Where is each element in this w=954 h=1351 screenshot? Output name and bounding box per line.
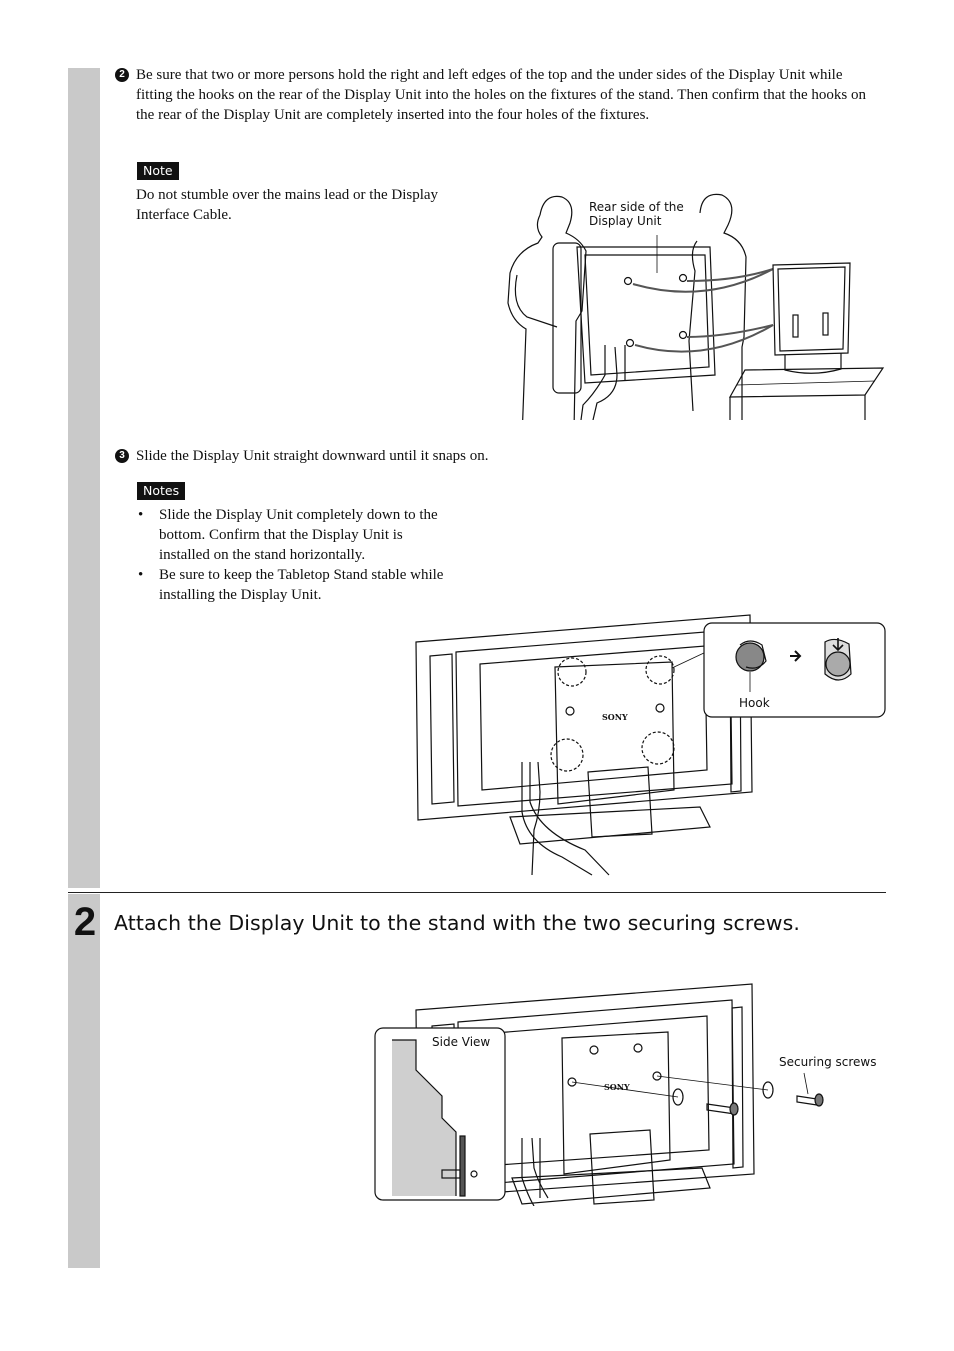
note-item-1-text: Slide the Display Unit completely down t… — [159, 507, 438, 563]
step-2-title: Attach the Display Unit to the stand wit… — [114, 911, 800, 935]
figure1-label-line1: Rear side of the — [589, 200, 684, 214]
notes-list: •Slide the Display Unit completely down … — [136, 505, 456, 605]
note-item-2-text: Be sure to keep the Tabletop Stand stabl… — [159, 567, 444, 603]
step-2-number: 2 — [73, 900, 97, 944]
figure3-brand: SONY — [604, 1082, 630, 1092]
instruction-paragraph-3: Slide the Display Unit straight downward… — [136, 448, 489, 464]
list-item: •Slide the Display Unit completely down … — [138, 507, 438, 563]
step-1-sidebar — [68, 68, 100, 888]
figure-lifting-display: Rear side of the Display Unit — [507, 193, 885, 420]
note-badge: Note — [137, 162, 179, 180]
figure-securing-screws: SONY Side View Securing screws — [374, 983, 876, 1206]
instruction-paragraph-2: Be sure that two or more persons hold th… — [136, 67, 866, 123]
figure3-screws-label: Securing screws — [779, 1055, 876, 1069]
figure2-hook-label: Hook — [739, 696, 770, 710]
note-text: Do not stumble over the mains lead or th… — [136, 187, 439, 223]
list-item: •Be sure to keep the Tabletop Stand stab… — [138, 567, 444, 603]
figure3-side-view-label: Side View — [432, 1035, 490, 1049]
section-divider — [68, 892, 886, 893]
item-number-3-badge: 3 — [115, 449, 129, 463]
figure-display-on-stand: SONY Hook — [415, 614, 886, 876]
step-2-sidebar — [68, 894, 100, 1268]
figure1-label-line2: Display Unit — [589, 214, 662, 228]
figure2-brand: SONY — [602, 712, 628, 722]
item-number-2-badge: 2 — [115, 68, 129, 82]
notes-badge: Notes — [137, 482, 186, 500]
